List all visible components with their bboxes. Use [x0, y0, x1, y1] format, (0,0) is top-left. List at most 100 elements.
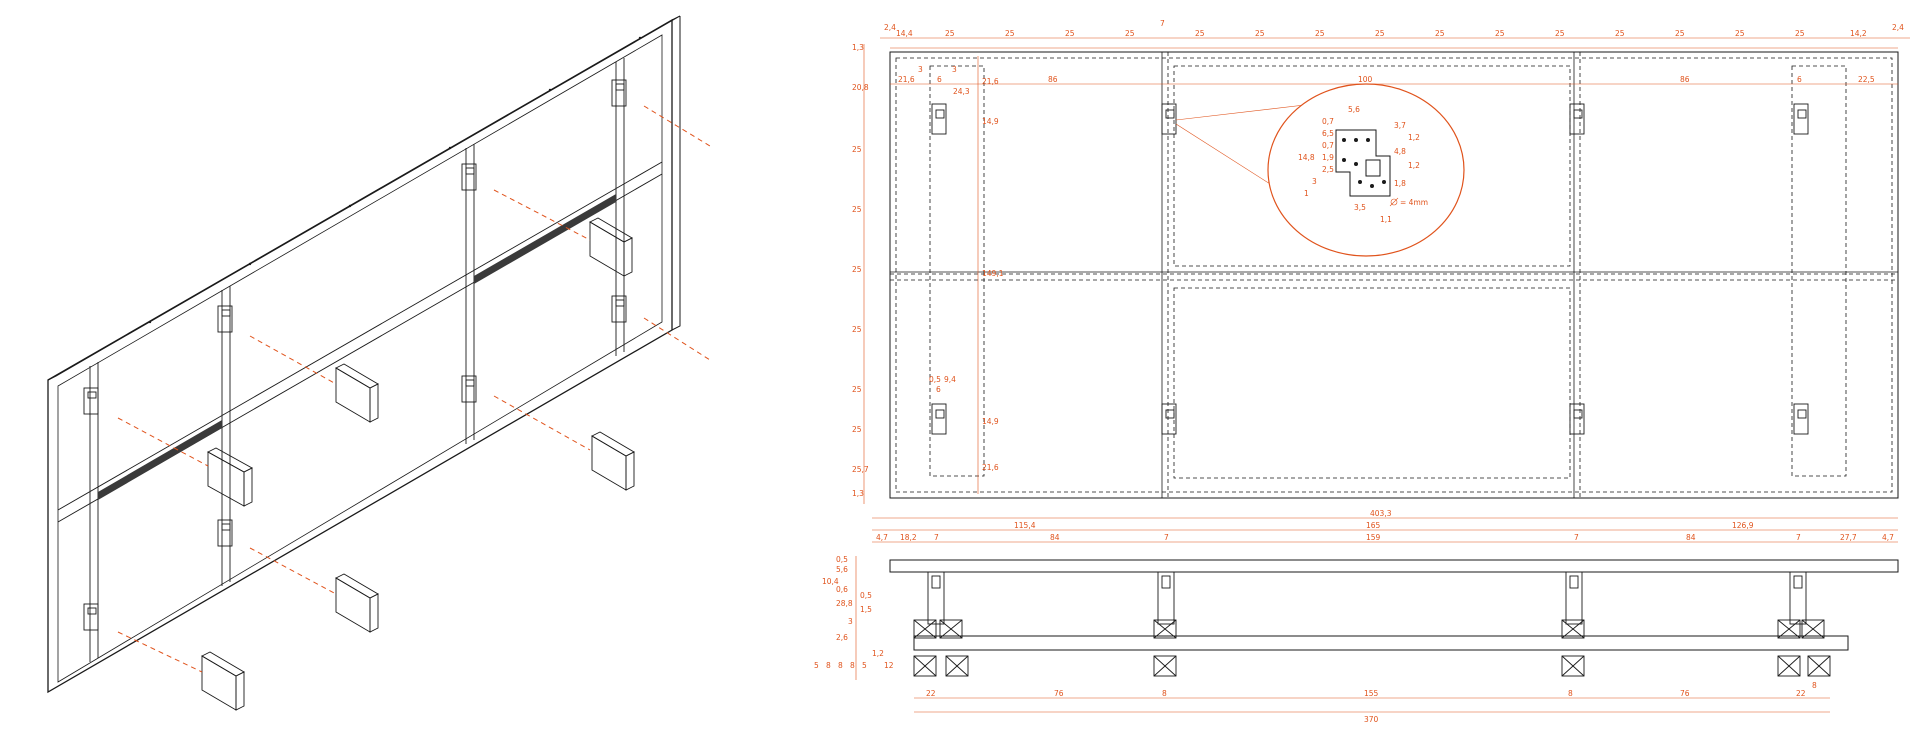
side-brackets [927, 571, 1807, 625]
front-outer-panel [889, 51, 1899, 499]
dim-small-2: 6 [936, 385, 941, 394]
dim-left-3: 25 [852, 205, 862, 214]
dim-top-6: 7 [1160, 19, 1165, 28]
detail-dim-2: 6,5 [1322, 129, 1334, 138]
vertical-posts [89, 58, 625, 662]
side-bottom-dims: 22 76 8 155 8 76 22 370 8 [914, 681, 1830, 724]
dim-top-12: 25 [1495, 29, 1505, 38]
detail-dim-3: 0,7 [1322, 141, 1334, 150]
detail-dim-0: 5,6 [1348, 105, 1360, 114]
dim-row-2: 7 [934, 533, 939, 542]
dim-row2-8: 22,5 [1858, 75, 1875, 84]
dim-row2-7: 6 [1797, 75, 1802, 84]
dim-top-4: 25 [1065, 29, 1075, 38]
rail-channel-left [98, 420, 222, 500]
dim-sleft-2: 10,4 [822, 577, 839, 586]
small-bracket-dims: 0,5 9,4 6 [929, 375, 956, 394]
dim-top-16: 25 [1735, 29, 1745, 38]
dim-stack-6: 12 [884, 661, 894, 670]
side-feet [913, 619, 1831, 677]
inner-dimension-labels: 24,3 21,6 14,9 149,1 14,9 21,6 [953, 56, 1004, 494]
dim-stack-4: 5 [862, 661, 867, 670]
dim-inner-1: 21,6 [982, 77, 999, 86]
dim-row-8: 7 [1796, 533, 1801, 542]
dim-top-2: 25 [945, 29, 955, 38]
dim-stack-3: 8 [850, 661, 855, 670]
front-brackets [931, 103, 1809, 435]
dim-inner-0: 24,3 [953, 87, 970, 96]
detail-dim-9: 3,7 [1394, 121, 1406, 130]
dim-top-11: 25 [1435, 29, 1445, 38]
detail-dim-12: 1,2 [1408, 161, 1420, 170]
detail-dim-4: 1,9 [1322, 153, 1334, 162]
dim-bottom-3: 155 [1364, 689, 1379, 698]
dim-row-7: 84 [1686, 533, 1696, 542]
dim-sleft-6: 1,5 [860, 605, 872, 614]
detail-dim-1: 0,7 [1322, 117, 1334, 126]
dim-stack-2: 8 [838, 661, 843, 670]
dim-small-1: 9,4 [944, 375, 956, 384]
dim-seg-2: 126,9 [1732, 521, 1754, 530]
top-dimension-chain [880, 37, 1910, 49]
explosion-leader-lines [117, 105, 711, 673]
dim-top-5: 25 [1125, 29, 1135, 38]
side-rail-main [913, 635, 1849, 651]
dim-seg-0: 115,4 [1014, 521, 1036, 530]
dim-top-7: 25 [1195, 29, 1205, 38]
dim-bottom-4: 8 [1568, 689, 1573, 698]
detail-dim-11: 4,8 [1394, 147, 1406, 156]
dim-sleft-3: 0,6 [836, 585, 848, 594]
side-left-stack: 5 8 8 8 5 1,2 12 [814, 649, 894, 670]
module-dashed-lines [890, 52, 1898, 498]
dim-inner-5: 21,6 [982, 463, 999, 472]
dim-inner-2: 14,9 [982, 117, 999, 126]
detail-hole-note: = 4mm [1400, 198, 1428, 207]
dim-row2-0: 21,6 [898, 75, 915, 84]
dim-row-1: 18,2 [900, 533, 917, 542]
detail-dim-10: 1,2 [1408, 133, 1420, 142]
detail-dim-8: 1 [1304, 189, 1309, 198]
side-left-dims: 0,5 5,6 10,4 0,6 28,8 0,5 1,5 3 2,6 [822, 555, 872, 680]
isometric-frame-view [47, 15, 711, 711]
detail-dim-15: 1,1 [1380, 215, 1392, 224]
dim-row-5: 159 [1366, 533, 1381, 542]
exploded-hardware [201, 217, 635, 711]
left-dimension-chain: 1,3 20,8 25 25 25 25 25 25 25,7 1,3 [852, 43, 869, 504]
dim-top-8: 25 [1255, 29, 1265, 38]
dim-top-0: 2,4 [884, 23, 896, 32]
dim-top-18: 14,2 [1850, 29, 1867, 38]
dim-small-0: 0,5 [929, 375, 941, 384]
dim-sleft-4: 28,8 [836, 599, 853, 608]
frame-inner-edge [57, 34, 663, 683]
dim-stack-1: 8 [826, 661, 831, 670]
frame-holes [148, 36, 642, 324]
row2-dimension-labels: 21,6 3 6 3 86 100 86 6 22,5 [890, 65, 1898, 85]
dim-top-9: 25 [1315, 29, 1325, 38]
dim-seg-1: 165 [1366, 521, 1381, 530]
frame-thickness-right [671, 16, 681, 331]
dim-left-1: 20,8 [852, 83, 869, 92]
dim-left-2: 25 [852, 145, 862, 154]
dim-row2-6: 86 [1680, 75, 1690, 84]
detail-dim-6: 3 [1312, 177, 1317, 186]
dim-top-10: 25 [1375, 29, 1385, 38]
dim-row-4: 7 [1164, 533, 1169, 542]
dim-top-17: 25 [1795, 29, 1805, 38]
mounted-brackets [83, 79, 627, 631]
dim-top-13: 25 [1555, 29, 1565, 38]
dim-row2-5: 100 [1358, 75, 1373, 84]
dim-bottom-5: 76 [1680, 689, 1690, 698]
detail-dim-14: 3,5 [1354, 203, 1366, 212]
dim-top-15: 25 [1675, 29, 1685, 38]
side-section-view: 403,3 115,4 165 126,9 4,7 18,2 7 84 7 15… [814, 509, 1899, 724]
frame-outer-edge [47, 18, 673, 694]
dim-top-1: 14,4 [896, 29, 913, 38]
dim-row-3: 84 [1050, 533, 1060, 542]
dim-sleft-1: 5,6 [836, 565, 848, 574]
side-panel-top [889, 559, 1899, 573]
front-inner-dashed [895, 57, 1893, 493]
dim-top-14: 25 [1615, 29, 1625, 38]
dim-row-9: 27,7 [1840, 533, 1857, 542]
top-dimension-labels: 2,4 14,4 25 25 25 25 7 25 25 25 25 25 25… [884, 19, 1904, 38]
dim-left-0: 1,3 [852, 43, 864, 52]
